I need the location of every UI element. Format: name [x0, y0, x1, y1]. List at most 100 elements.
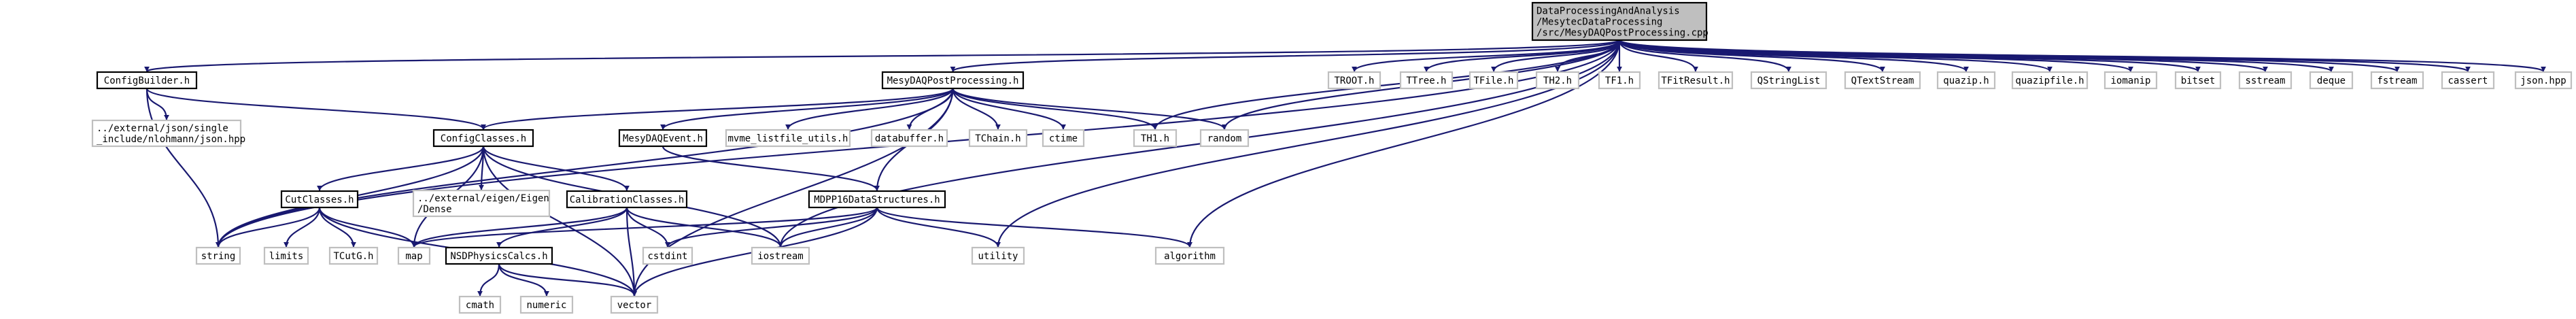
- node-box: [96, 71, 198, 90]
- node-qstringlist: QStringList: [1750, 71, 1827, 90]
- node-label: json.hpp: [2520, 75, 2566, 86]
- node-box: [2309, 71, 2354, 90]
- node-label: iomanip: [2110, 75, 2150, 86]
- node-label: sstream: [2245, 75, 2285, 86]
- edge-nsdphysicscalcs-h-to-vector: [498, 263, 637, 297]
- edge-configbuilder-h-to-string: [145, 88, 221, 248]
- node-root[interactable]: DataProcessingAndAnalysis/MesytecDataPro…: [1531, 1, 1708, 41]
- edge-nsdphysicscalcs-h-to-cmath: [477, 263, 500, 297]
- node-numeric: numeric: [519, 295, 574, 314]
- node-label: algorithm: [1164, 251, 1216, 262]
- node-calibrationclasses-h[interactable]: CalibrationClasses.h: [566, 190, 688, 209]
- edge-calibrationclasses-h-to-map: [411, 207, 628, 248]
- node-box: [968, 129, 1028, 148]
- edge-mesydaqpostprocessing-h-to-configclasses-h: [481, 87, 954, 131]
- edge-mdpp16datastructures-h-to-map: [411, 206, 878, 248]
- node-box: [1598, 71, 1641, 90]
- node-vector: vector: [610, 295, 659, 314]
- node-mesydaqpostprocessing-h[interactable]: MesyDAQPostProcessing.h: [881, 71, 1025, 90]
- node-utility: utility: [971, 246, 1025, 265]
- node-label: string: [201, 251, 236, 262]
- node-label: MesyDAQPostProcessing.h: [887, 75, 1019, 86]
- node-ttree-h: TTree.h: [1399, 71, 1454, 90]
- node-label: CutClasses.h: [285, 195, 354, 205]
- edge-calibrationclasses-h-to-vector: [625, 207, 637, 297]
- node-configclasses-h[interactable]: ConfigClasses.h: [432, 129, 534, 148]
- node-box: [1327, 71, 1381, 90]
- edge-mesydaqpostprocessing-h-to-th1-h: [952, 88, 1158, 130]
- edge-configbuilder-h-to-configclasses-h: [145, 88, 486, 130]
- node-string: string: [195, 246, 241, 265]
- edge-cutclasses-h-to-tcutg-h: [318, 207, 356, 248]
- node-random: random: [1199, 129, 1250, 148]
- node-box: [458, 295, 502, 314]
- node-json-external: ../external/json/single_include/nlohmann…: [91, 119, 245, 148]
- node-label: cmath: [466, 300, 494, 311]
- edge-calibrationclasses-h-to-iostream: [625, 207, 783, 248]
- node-box: [1936, 71, 1996, 90]
- node-tf1-h: TF1.h: [1598, 71, 1641, 90]
- node-label: MesyDAQEvent.h: [623, 133, 703, 144]
- node-label: cstdint: [647, 251, 687, 262]
- edge-root-to-configbuilder-h: [144, 39, 1621, 73]
- edge-mesydaqpostprocessing-h-to-mesydaqevent-h: [660, 88, 954, 130]
- node-databuffer-h: databuffer.h: [870, 129, 948, 148]
- node-label: mvme_listfile_utils.h: [727, 133, 848, 144]
- node-ctime: ctime: [1042, 129, 1085, 148]
- node-label: quazip.h: [1943, 75, 1989, 86]
- node-label: TF1.h: [1605, 75, 1634, 86]
- node-cutclasses-h[interactable]: CutClasses.h: [280, 190, 359, 209]
- node-box: [870, 129, 948, 148]
- node-tcutg-h: TCutG.h: [328, 246, 379, 265]
- node-mdpp16datastructures-h[interactable]: MDPP16DataStructures.h: [808, 190, 946, 209]
- node-box: [2370, 71, 2424, 90]
- node-iostream: iostream: [751, 246, 810, 265]
- node-label: limits: [269, 251, 304, 262]
- node-label: deque: [2317, 75, 2346, 86]
- node-label: DataProcessingAndAnalysis: [1536, 6, 1680, 17]
- node-label: TTree.h: [1406, 75, 1446, 86]
- edge-calibrationclasses-h-to-nsdphysicscalcs-h: [496, 207, 628, 248]
- node-box: [445, 246, 553, 265]
- node-box: [1750, 71, 1827, 90]
- edge-cutclasses-h-to-map: [318, 207, 417, 248]
- node-box: [1535, 71, 1580, 90]
- node-th2-h: TH2.h: [1535, 71, 1580, 90]
- node-label: QTextStream: [1851, 75, 1914, 86]
- edge-cutclasses-h-to-string: [216, 207, 321, 248]
- edge-root-to-tfitresult-h: [1618, 39, 1698, 72]
- node-troot-h: TROOT.h: [1327, 71, 1381, 90]
- node-configbuilder-h[interactable]: ConfigBuilder.h: [96, 71, 198, 90]
- node-mesydaqevent-h[interactable]: MesyDAQEvent.h: [618, 129, 708, 148]
- node-box: [1469, 71, 1519, 90]
- node-json-hpp: json.hpp: [2514, 71, 2573, 90]
- node-box: [1844, 71, 1921, 90]
- node-label: iostream: [757, 251, 803, 262]
- edge-mdpp16datastructures-h-to-cstdint: [665, 207, 878, 248]
- edge-root-to-qtextstream: [1618, 39, 1885, 72]
- node-label: /src/MesyDAQPostProcessing.cpp: [1536, 28, 1708, 39]
- node-label: TH1.h: [1141, 133, 1169, 144]
- node-nsdphysicscalcs-h[interactable]: NSDPhysicsCalcs.h: [445, 246, 553, 265]
- edge-root-to-json-hpp: [1618, 39, 2546, 73]
- node-box: [566, 190, 688, 209]
- node-box: [881, 71, 1025, 90]
- node-tfitresult-h: TFitResult.h: [1658, 71, 1734, 90]
- node-box: [1531, 1, 1708, 41]
- node-box: [2174, 71, 2222, 90]
- edge-mesydaqpostprocessing-h-to-mvme-listfile-utils-h: [785, 88, 954, 130]
- node-box: [1658, 71, 1734, 90]
- node-label: random: [1207, 133, 1242, 144]
- node-label: /MesytecDataProcessing: [1536, 17, 1662, 28]
- edge-mesydaqpostprocessing-h-to-ctime: [952, 88, 1066, 130]
- edge-root-to-mesydaqpostprocessing-h: [950, 39, 1621, 73]
- node-sstream: sstream: [2238, 71, 2292, 90]
- node-box: [1133, 129, 1178, 148]
- node-box: [328, 246, 379, 265]
- node-box: [642, 246, 693, 265]
- edge-root-to-qstringlist: [1618, 39, 1791, 72]
- node-label: TFitResult.h: [1661, 75, 1730, 86]
- edge-mesydaqpostprocessing-h-to-random: [952, 88, 1227, 130]
- edge-cutclasses-h-to-limits: [284, 207, 321, 248]
- node-map: map: [397, 246, 431, 265]
